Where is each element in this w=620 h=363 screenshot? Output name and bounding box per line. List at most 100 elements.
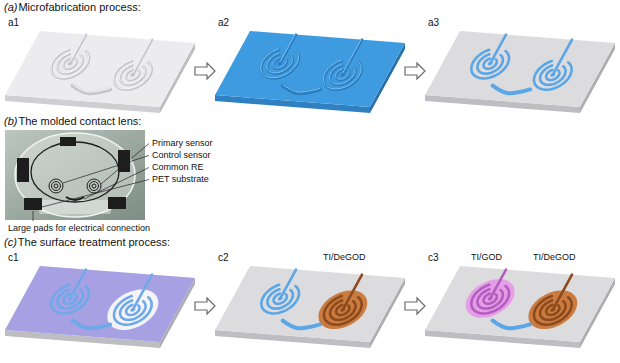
electrode-trace [534,296,572,325]
electrode-center [340,73,345,77]
substrate-panel [215,266,405,348]
electrode-center [278,62,283,66]
photoresist-layer [5,266,195,342]
panel-label: a1 [8,17,19,29]
leader-line [63,156,149,184]
electrode-trace [491,35,506,63]
electrode-trace [484,294,497,304]
electrode-trace [336,70,349,80]
panel-label: a3 [428,17,439,29]
lens-photo [5,130,145,220]
electrode-highlight [113,60,151,89]
electrode-trace [343,40,362,74]
coating-label: TI/DeGOD [323,252,366,262]
callout-label: PET substrate [152,174,209,184]
sensor-spiral [52,182,61,191]
electrode-highlight [70,34,85,62]
electrode-trace [343,275,362,309]
substrate-top [425,266,615,342]
substrate-top [215,266,405,342]
coating-label: TI/GOD [471,252,502,262]
electrode-trace [114,296,152,325]
electrode-trace [540,300,565,319]
panel-label: c3 [428,252,439,264]
electrode-trace [267,54,292,73]
connection-wire [31,142,119,202]
process-panel: c1 [5,250,195,350]
electrode-trace [261,285,299,314]
electrode-trace [324,296,362,325]
electrode-trace [120,300,145,319]
electrode-center [68,297,73,301]
electrode-center [130,73,135,77]
section-letter: (c) [4,236,17,249]
contact-pad [60,137,76,146]
reference-electrode [493,321,531,329]
electrode-trace [491,270,506,298]
reference-electrode [493,86,531,94]
electrode-highlight [273,58,286,68]
electrode-trace [534,61,572,90]
electrode-trace [126,70,139,80]
reference-electrode [73,321,111,329]
electrode-trace [546,70,559,80]
electrode-trace [324,61,362,90]
electrode-trace [64,294,77,304]
substrate-top [215,31,405,107]
coating-label: TI/DeGOD [533,252,576,262]
electrode-highlight [267,53,292,72]
electrode-trace [133,40,152,74]
sensor-spiral [49,179,63,193]
process-panel: a1 [5,15,195,115]
electrode-center [340,308,345,312]
electrode-trace [57,54,82,73]
process-arrow [195,63,215,79]
electrode-highlight [133,39,152,73]
process-panel: a3 [425,15,615,115]
enzyme-coating [466,279,515,318]
electrode-trace [484,59,497,69]
process-panel: a2 [215,15,405,115]
electrode-trace [57,289,82,308]
electrode-trace [274,59,287,69]
contact-lens [15,133,135,217]
electrode-center [130,308,135,312]
leader-line [101,144,149,185]
substrate-panel [425,31,615,113]
process-arrow [405,63,425,79]
electrode-highlight [283,84,321,92]
substrate-top [5,266,195,342]
substrate-panel [5,266,195,348]
electrode-highlight [57,53,82,72]
photo-frame [5,130,145,220]
sensor-spiral [92,184,96,188]
electrode-center [68,62,73,66]
electrode-center [278,297,283,301]
leader-line [33,211,34,221]
contact-pad [108,197,126,209]
electrode-trace [336,305,349,315]
substrate-panel [425,266,615,348]
electrode-center [550,308,555,312]
electrode-highlight [73,84,111,92]
process-panel: c3 TI/GOD TI/DeGOD [425,250,615,350]
electrode-highlight [280,34,295,62]
leader-line [84,168,149,200]
substrate-panel [5,31,195,113]
electrode-trace [477,54,502,73]
sensor-spiral [87,179,101,193]
electrode-trace [546,305,559,315]
section-heading: The molded contact lens: [18,115,141,128]
electrode-highlight [261,49,299,78]
electrode-trace [281,270,296,298]
exposed-area [107,290,158,330]
electrode-trace [267,289,292,308]
electrode-highlight [336,69,349,79]
section-heading: The surface treatment process: [18,236,170,249]
section-letter: (b) [4,115,17,128]
electrode-trace [114,61,152,90]
electrode-trace [133,275,152,309]
